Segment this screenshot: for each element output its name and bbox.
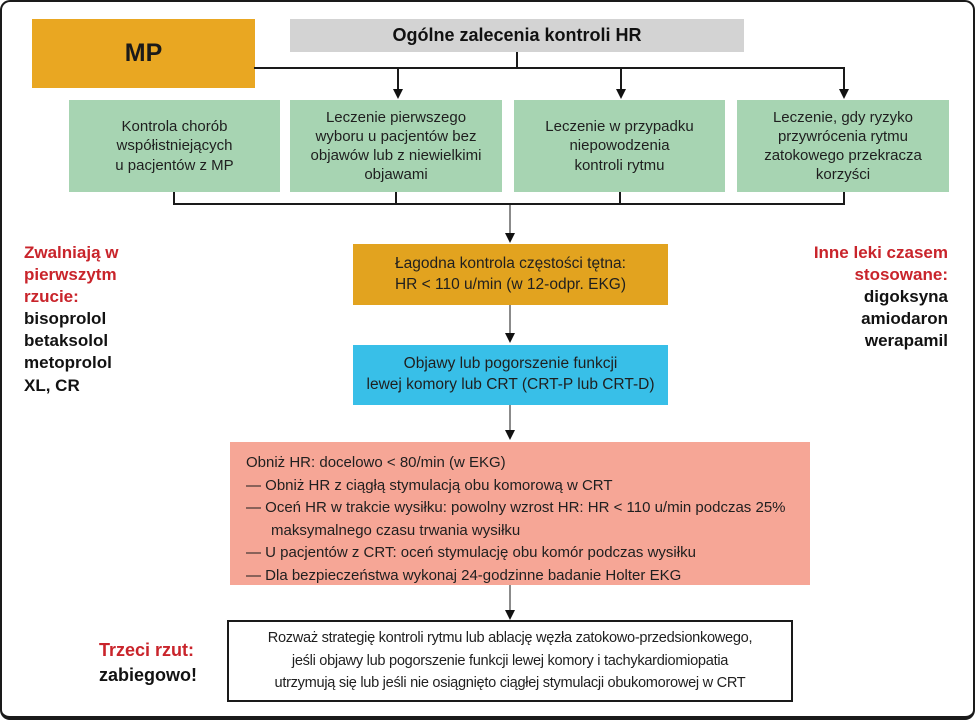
third-line-heading: Trzeci rzut: (99, 640, 195, 660)
other-drugs-list: digoksyna amiodaron werapamil (861, 287, 948, 351)
connector-green3-stub (619, 192, 621, 205)
arrow-down-icon (616, 89, 626, 99)
other-drugs-note: Inne leki czasem stosowane: digoksyna am… (758, 242, 948, 352)
green-box-comorbidities: Kontrola chorób współistniejących u pacj… (69, 100, 280, 192)
connector-arrow-box4-stem (843, 68, 845, 89)
other-drugs-heading: Inne leki czasem stosowane: (813, 243, 948, 285)
green-box-rhythm-control-failure: Leczenie w przypadku niepowodzenia kontr… (514, 100, 725, 192)
final-recommendation-label: Rozważ strategię kontroli rytmu lub abla… (267, 630, 753, 692)
arrow-down-icon (839, 89, 849, 99)
connector-to-rate-control-stem (509, 205, 511, 233)
first-line-drugs-note: Zwalniają w pierwszytm rzucie: bisoprolo… (24, 242, 209, 397)
strict-rate-control-label: Obniż HR: docelowo < 80/min (w EKG) — Ob… (246, 454, 786, 584)
symptoms-crt-label: Objawy lub pogorszenie funkcji lewej kom… (366, 355, 655, 393)
connector-green4-stub (843, 192, 845, 205)
symptoms-crt-box: Objawy lub pogorszenie funkcji lewej kom… (353, 345, 668, 405)
green-box-first-line-treatment-label: Leczenie pierwszego wyboru u pacjentów b… (310, 108, 482, 184)
connector-to-symptoms-stem (509, 305, 511, 333)
arrow-down-icon (505, 610, 515, 620)
lenient-rate-control-box: Łagodna kontrola częstości tętna: HR < 1… (353, 244, 668, 305)
first-line-drugs-list: bisoprolol betaksolol metoprolol XL, CR (24, 309, 112, 395)
mp-box: MP (32, 19, 255, 88)
connector-to-strict-control-stem (509, 405, 511, 430)
connector-arrow-box2-stem (397, 68, 399, 89)
connector-top-horizontal (254, 67, 845, 69)
green-box-rhythm-control-failure-label: Leczenie w przypadku niepowodzenia kontr… (545, 118, 694, 174)
lenient-rate-control-label: Łagodna kontrola częstości tętna: HR < 1… (394, 254, 627, 293)
green-box-comorbidities-label: Kontrola chorób współistniejących u pacj… (115, 118, 234, 174)
first-line-drugs-heading: Zwalniają w pierwszytm rzucie: (24, 243, 119, 307)
arrow-down-icon (393, 89, 403, 99)
strict-rate-control-box: Obniż HR: docelowo < 80/min (w EKG) — Ob… (230, 442, 810, 585)
third-line-text: zabiegowo! (99, 665, 197, 686)
connector-to-final-stem (509, 585, 511, 610)
general-hr-recommendations-label: Ogólne zalecenia kontroli HR (392, 25, 642, 45)
general-hr-recommendations-box: Ogólne zalecenia kontroli HR (290, 19, 744, 52)
third-line-note: Trzeci rzut: zabiegowo! (99, 638, 214, 688)
connector-arrow-box3-stem (620, 68, 622, 89)
green-box-risk-exceeds-benefit: Leczenie, gdy ryzyko przywrócenia rytmu … (737, 100, 949, 192)
connector-collector-horizontal (173, 203, 845, 205)
green-box-risk-exceeds-benefit-label: Leczenie, gdy ryzyko przywrócenia rytmu … (764, 108, 922, 184)
arrow-down-icon (505, 333, 515, 343)
connector-green1-stub (173, 192, 175, 205)
connector-header-stub (516, 52, 518, 69)
mp-box-label: MP (124, 39, 163, 67)
green-box-first-line-treatment: Leczenie pierwszego wyboru u pacjentów b… (290, 100, 502, 192)
arrow-down-icon (505, 430, 515, 440)
final-recommendation-box: Rozważ strategię kontroli rytmu lub abla… (227, 620, 793, 702)
connector-green2-stub (395, 192, 397, 205)
arrow-down-icon (505, 233, 515, 243)
